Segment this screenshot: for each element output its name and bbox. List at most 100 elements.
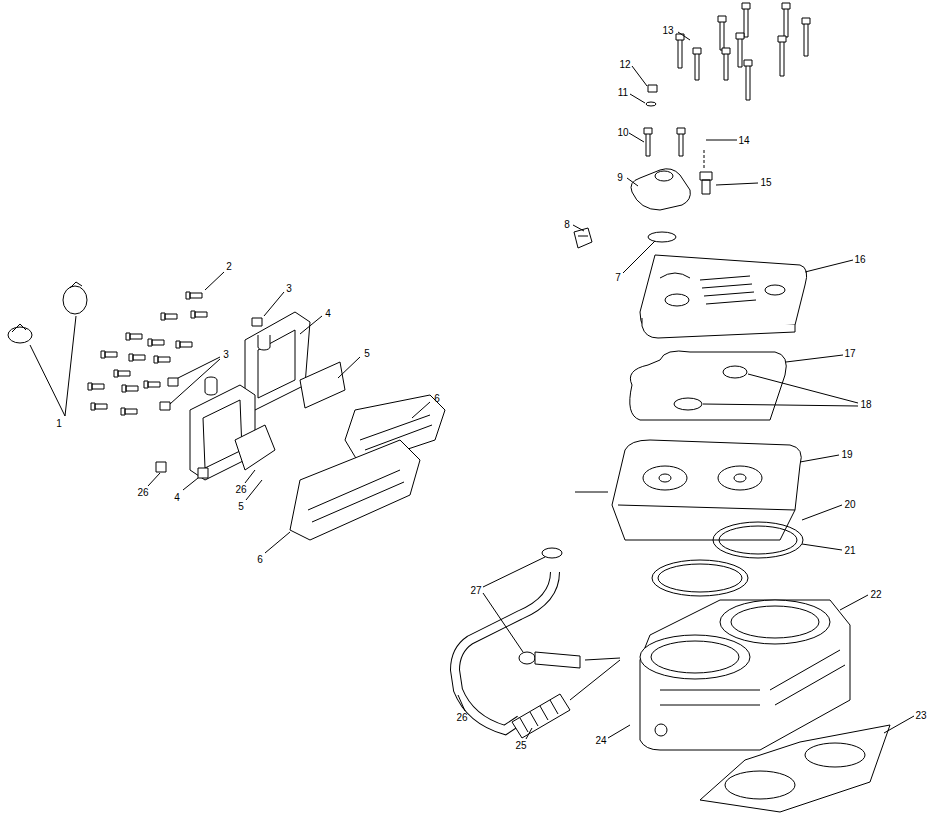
head-gasket-part [723, 366, 747, 378]
cylinder-head-part [718, 466, 762, 490]
callout-number: 7 [615, 272, 621, 283]
callout-number: 9 [617, 172, 623, 183]
callout-number: 4 [174, 492, 180, 503]
callout-number: 26 [456, 712, 467, 723]
intake-parts-part [148, 339, 164, 346]
intake-parts-part [114, 370, 130, 377]
coolant-hose-part [519, 652, 535, 664]
cylinder-head-cover [640, 255, 807, 338]
head-bolts [644, 3, 810, 194]
callout-number: 2 [226, 261, 232, 272]
callout-number: 26 [235, 484, 246, 495]
head-bolts-part [744, 60, 752, 100]
thermostat-housing-part [648, 232, 676, 242]
leader-lines-part [148, 470, 290, 553]
callout-number: 8 [564, 219, 570, 230]
intake-parts-part [186, 292, 202, 299]
intake-parts-part [205, 335, 270, 395]
callout-number: 20 [844, 499, 855, 510]
head-bolts-part [742, 3, 750, 37]
intake-parts-part [161, 313, 177, 320]
intake-parts-part [176, 341, 192, 348]
cylinder-head-part [734, 474, 746, 482]
callout-number: 11 [618, 87, 628, 98]
head-bolts-part [802, 18, 810, 56]
intake-parts-part [156, 462, 208, 478]
leader-lines [30, 32, 914, 739]
cylinder-head-cover-part [660, 273, 785, 306]
intake-parts-part [122, 385, 138, 392]
intake-parts-part [290, 440, 420, 540]
callout-number: 12 [619, 59, 630, 70]
head-bolts-part [677, 128, 685, 156]
callout-number: 3 [286, 283, 292, 294]
callout-number: 25 [515, 740, 526, 751]
callout-number: 14 [738, 135, 749, 146]
base-gaskets-part [700, 725, 890, 812]
coolant-hose-part [512, 694, 570, 738]
cylinder-head-part [659, 474, 671, 482]
coolant-hose-part [520, 700, 558, 732]
callout-number: 1 [56, 418, 62, 429]
intake-parts-part [121, 408, 137, 415]
callout-number: 10 [617, 127, 628, 138]
head-gasket [630, 351, 786, 420]
callout-number: 18 [860, 399, 871, 410]
cylinder-gaskets-part [652, 560, 748, 596]
cylinder-head-part [618, 505, 795, 510]
head-bolts-part [676, 34, 684, 68]
head-bolts-part [778, 36, 786, 76]
head-bolts-part [693, 48, 701, 80]
intake-parts-part [191, 311, 207, 318]
callout-number: 16 [854, 254, 865, 265]
intake-parts-part [129, 354, 145, 361]
intake-parts-part [88, 383, 104, 390]
callout-number: 23 [915, 710, 926, 721]
cylinder-gaskets [652, 522, 803, 596]
coolant-hose-part [542, 548, 562, 558]
cylinder-block-part [651, 641, 739, 673]
callout-number: 27 [470, 585, 481, 596]
callout-number: 15 [760, 177, 771, 188]
cylinder-head-part [575, 492, 608, 493]
callout-number: 5 [364, 348, 370, 359]
intake-parts-part [8, 324, 32, 343]
callout-number: 4 [325, 308, 331, 319]
head-gasket-part [630, 351, 786, 420]
head-gasket-part [674, 398, 702, 410]
cylinder-block-part [655, 650, 845, 736]
callout-number: 26 [137, 487, 148, 498]
head-bolts-part [722, 48, 730, 80]
head-bolts-part [646, 102, 656, 106]
intake-parts-part [101, 351, 117, 358]
cylinder-head-part [612, 440, 801, 540]
cylinder-block-part [640, 635, 750, 679]
intake-parts-part [63, 282, 87, 314]
callout-number: 13 [662, 25, 673, 36]
cylinder-head-cover-part [642, 318, 795, 338]
leader-lines-part [458, 695, 914, 739]
coolant-hose-part [535, 652, 580, 668]
head-bolts-part [736, 33, 744, 67]
thermostat-housing [574, 169, 690, 248]
head-bolts-part [782, 3, 790, 37]
cylinder-gaskets-part [719, 526, 797, 554]
intake-parts-part [235, 362, 345, 470]
cylinder-block-part [640, 600, 850, 750]
coolant-hose-part [570, 658, 620, 700]
base-gaskets-part [805, 743, 865, 767]
callout-number: 17 [844, 348, 855, 359]
cylinder-gaskets-part [713, 522, 803, 558]
leader-lines-part [573, 32, 853, 273]
cylinder-head [575, 440, 801, 540]
base-gaskets [700, 725, 890, 812]
callout-number: 19 [841, 449, 852, 460]
head-bolts-part [648, 85, 657, 92]
thermostat-housing-part [655, 171, 673, 181]
leader-lines-part [30, 316, 858, 462]
callout-number: 5 [238, 501, 244, 512]
head-bolts-part [644, 128, 652, 156]
intake-parts-part [144, 381, 160, 388]
